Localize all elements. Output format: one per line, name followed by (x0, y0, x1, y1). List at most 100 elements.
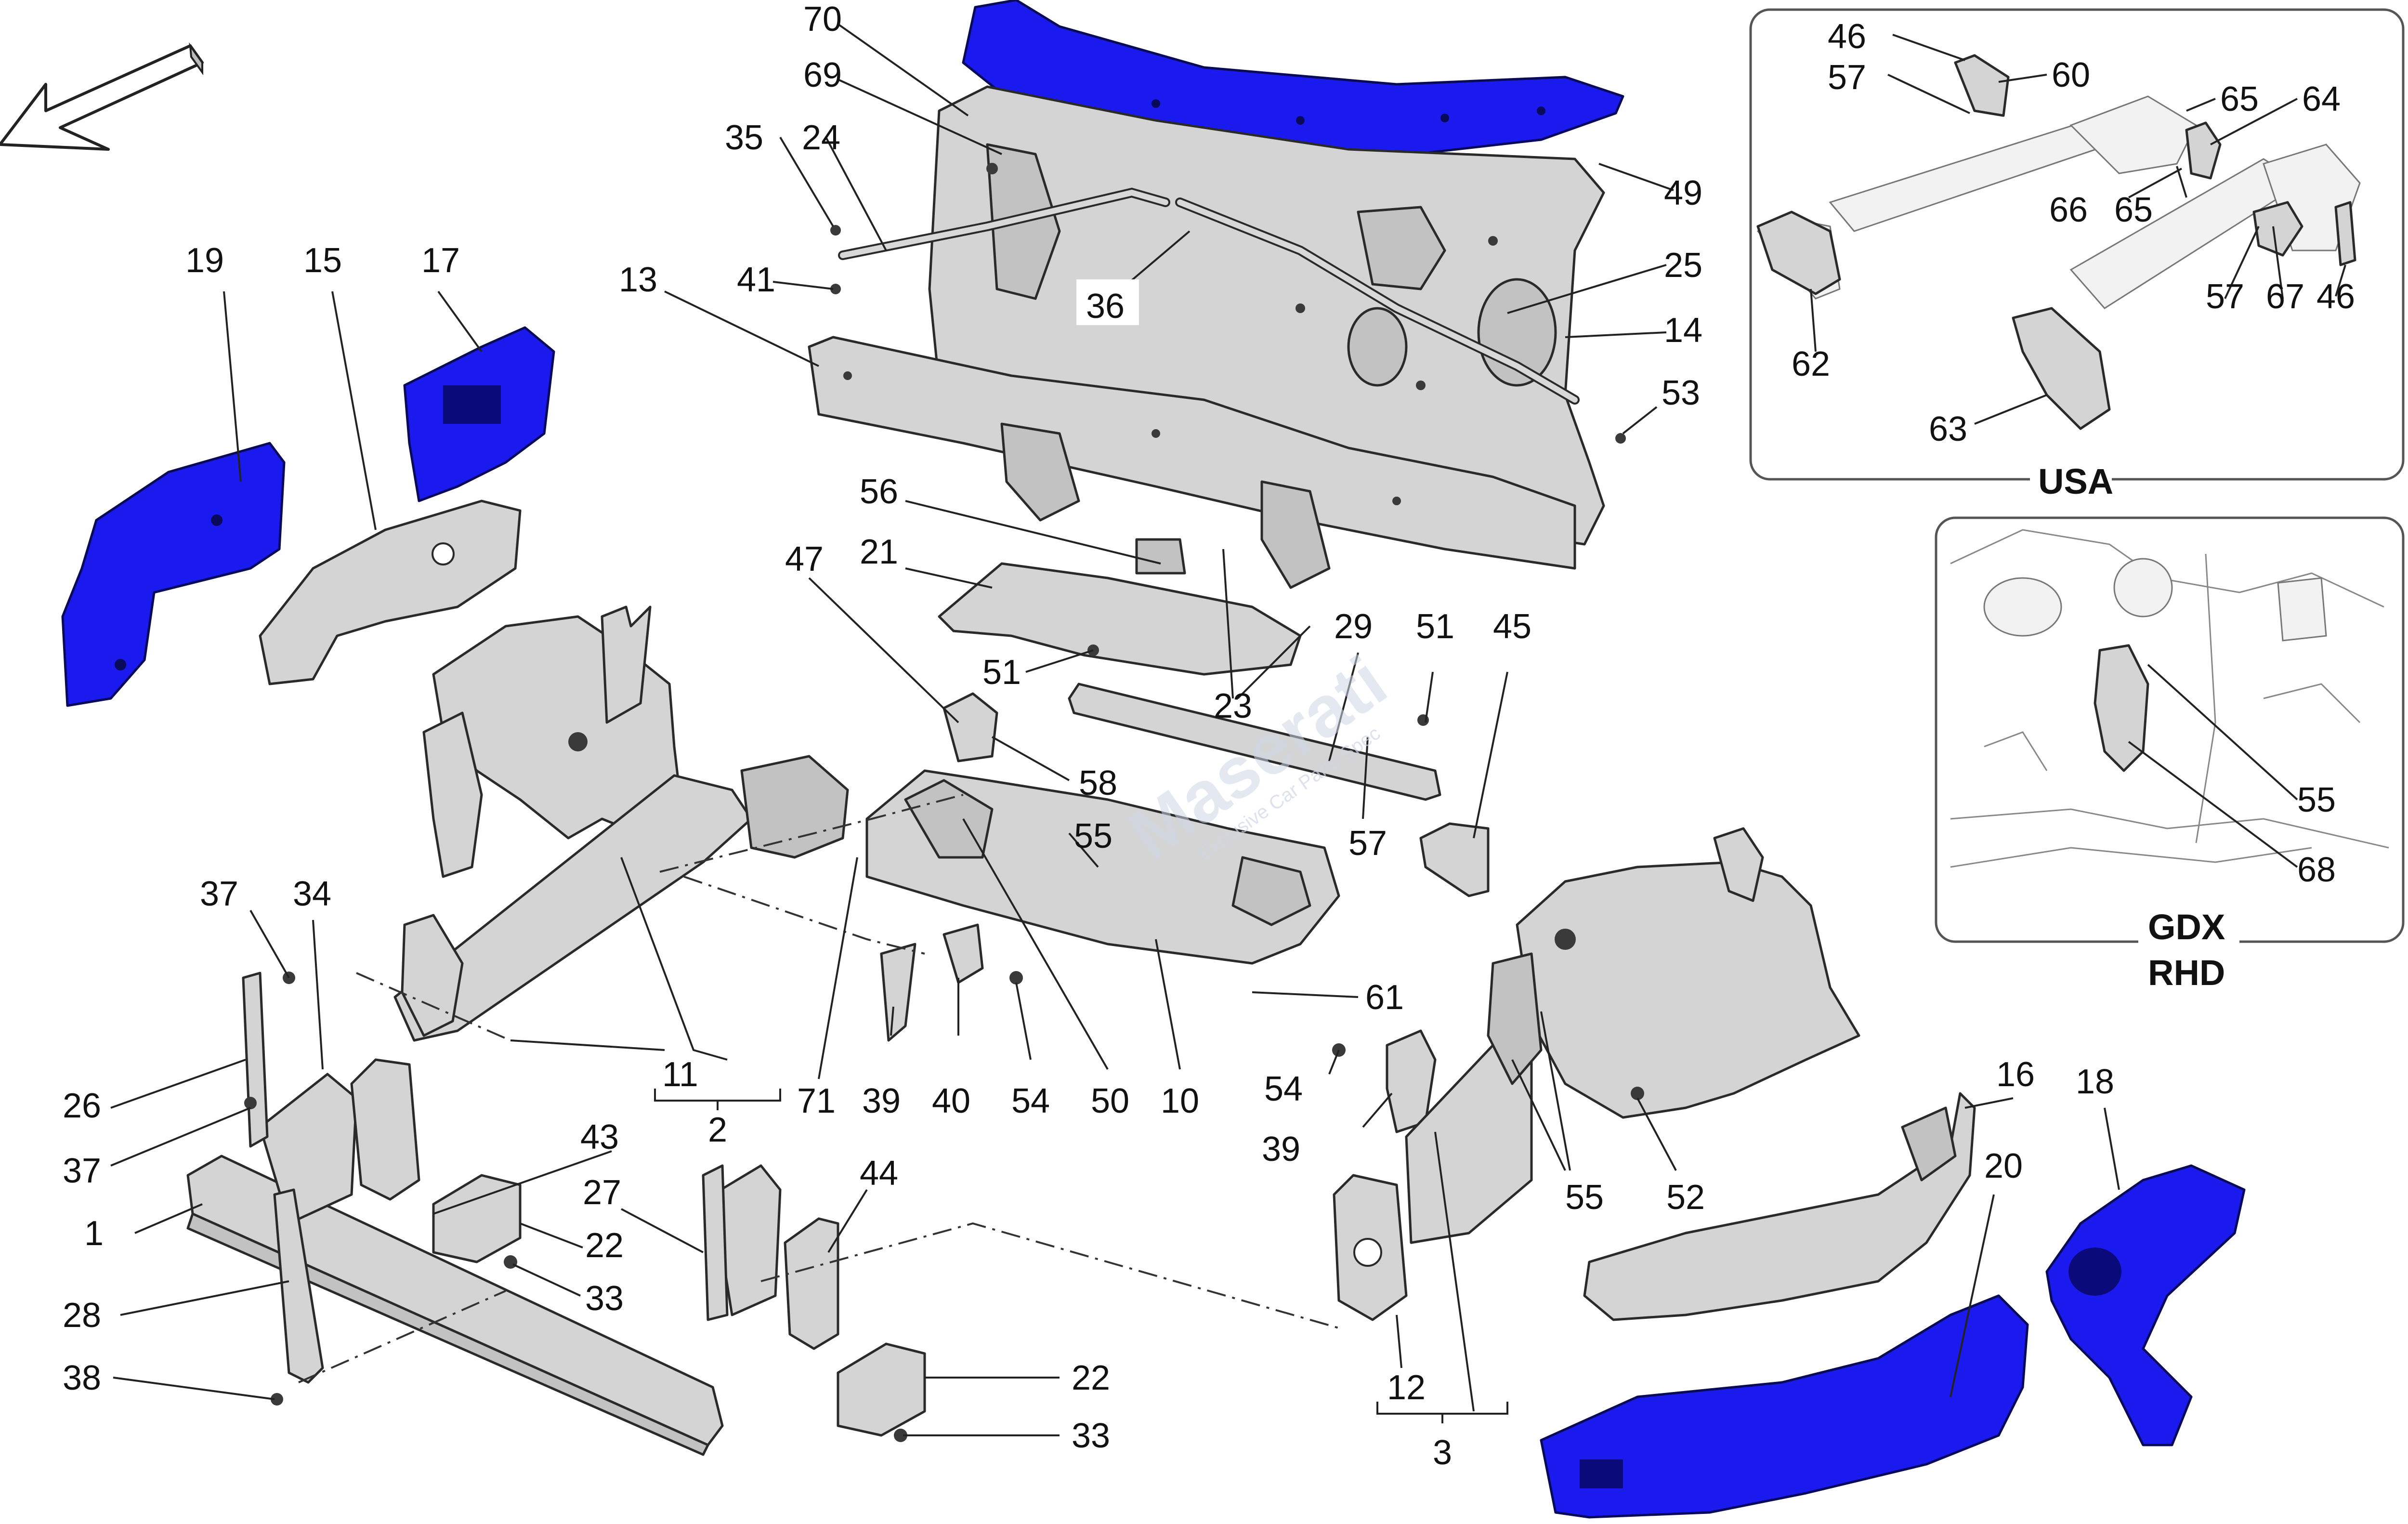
callout-17: 17 (421, 241, 460, 280)
usa-callout-62: 62 (1792, 345, 1830, 383)
part-16-wheel-arch-right (1583, 1092, 1976, 1321)
usa-callout-46b: 46 (2316, 277, 2355, 316)
usa-callout-63: 63 (1929, 410, 1967, 448)
callout-21: 21 (860, 533, 898, 571)
part-19-front-rail-left (61, 442, 286, 707)
usa-callout-60: 60 (2052, 56, 2090, 94)
part-15-wheel-arch-bracket (259, 499, 522, 685)
callout-47: 47 (785, 540, 824, 578)
callout-70: 70 (803, 0, 842, 39)
callout-28: 28 (63, 1296, 101, 1335)
part-3-right-front-structure (1405, 827, 1860, 1244)
usa-callout-46a: 46 (1828, 17, 1866, 56)
part-10-undertray-subframe (865, 692, 1340, 1042)
callout-40: 40 (932, 1082, 970, 1120)
callout-16: 16 (1996, 1055, 2035, 1094)
usa-callout-65b: 65 (2114, 191, 2153, 229)
callout-35: 35 (725, 118, 763, 157)
part-17-bracket-left (403, 326, 555, 502)
callout-22b: 22 (1072, 1359, 1110, 1397)
callout-12: 12 (1387, 1368, 1426, 1407)
callout-27: 27 (583, 1173, 621, 1212)
usa-callout-66: 66 (2049, 191, 2088, 229)
group-2-brace (654, 1089, 781, 1110)
part-1-bumper-beam (186, 1073, 782, 1456)
gdx-rhd-inset: 55 68 GDX GDX RHD (1935, 516, 2405, 995)
usa-callout-57b: 57 (2206, 277, 2244, 316)
part-22-crash-box-right (837, 1342, 926, 1437)
usa-callout-64: 64 (2302, 80, 2341, 118)
callout-34: 34 (293, 875, 331, 913)
part-11-left-front-structure (393, 605, 849, 1042)
callout-45: 45 (1493, 607, 1531, 646)
callout-37b: 37 (63, 1152, 101, 1190)
callout-37a: 37 (200, 875, 238, 913)
gdx-callout-55: 55 (2297, 781, 2336, 819)
part-13-bulkhead-crossmember (808, 336, 1576, 589)
front-direction-arrow-icon (0, 42, 204, 151)
part-44-plate (784, 1217, 839, 1350)
callout-22a: 22 (585, 1226, 624, 1265)
usa-inset: USA 46 60 57 65 64 66 65 62 57 67 46 63 (1749, 8, 2405, 503)
callout-3: 3 (1433, 1433, 1452, 1472)
part-29-crossbar (1068, 683, 1441, 801)
usa-label: USA (2038, 461, 2113, 501)
group-3-brace (1376, 1402, 1508, 1423)
callout-18: 18 (2076, 1063, 2114, 1101)
part-25-brace-rod-fill (1177, 199, 1578, 403)
part-43-plate (350, 1058, 420, 1201)
part-20-front-rail-right (1540, 1294, 2029, 1519)
callout-20: 20 (1984, 1147, 2023, 1185)
alignment-lines (298, 794, 1344, 1383)
callout-14: 14 (1664, 311, 1702, 350)
callout-56: 56 (860, 473, 898, 511)
usa-callout-65a: 65 (2220, 80, 2259, 118)
part-45-bracket (1419, 822, 1490, 897)
callout-39b: 39 (1262, 1130, 1300, 1169)
callout-43: 43 (580, 1118, 619, 1156)
callout-29: 29 (1334, 607, 1373, 646)
leader-lines (110, 23, 2120, 1436)
part-22-crash-box-left (432, 1174, 522, 1263)
part-26-strap (242, 972, 269, 1148)
callout-41: 41 (737, 261, 775, 299)
callout-69: 69 (803, 56, 842, 94)
callout-52: 52 (1666, 1178, 1705, 1217)
rhd-label: RHD (2148, 953, 2225, 993)
callout-38: 38 (63, 1359, 101, 1397)
callout-15: 15 (303, 241, 342, 280)
callout-19: 19 (185, 241, 224, 280)
callout-2: 2 (708, 1111, 727, 1149)
callout-33b: 33 (1072, 1417, 1110, 1455)
callout-61: 61 (1365, 978, 1404, 1017)
callout-54b: 54 (1264, 1070, 1303, 1108)
part-27-strap (702, 1164, 729, 1321)
callout-36-bg (1076, 279, 1139, 325)
callout-57a: 57 (1348, 824, 1387, 863)
part-18-bracket-right (2045, 1164, 2246, 1446)
callout-55a: 55 (1074, 817, 1112, 855)
usa-callout-57a: 57 (1828, 58, 1866, 97)
callout-71: 71 (797, 1082, 836, 1120)
gdx-callout-68: 68 (2297, 851, 2336, 889)
callout-23: 23 (1214, 687, 1252, 725)
callout-36: 36 (1086, 287, 1125, 326)
callout-51a: 51 (982, 653, 1021, 692)
callout-33a: 33 (585, 1279, 624, 1318)
callout-11: 11 (662, 1055, 698, 1094)
usa-callout-67: 67 (2266, 277, 2304, 316)
callout-39a: 39 (862, 1082, 901, 1120)
callout-53: 53 (1662, 374, 1700, 412)
callout-50: 50 (1091, 1082, 1129, 1120)
callout-26: 26 (63, 1087, 101, 1125)
callout-51b: 51 (1416, 607, 1454, 646)
gdx-label: GDX (2148, 907, 2225, 947)
callout-13: 13 (619, 261, 657, 299)
part-24-brace-rod-fill (840, 189, 1168, 258)
callout-49: 49 (1664, 174, 1702, 212)
callout-54a: 54 (1011, 1082, 1050, 1120)
callout-1: 1 (84, 1214, 104, 1253)
callout-10: 10 (1161, 1082, 1199, 1120)
callout-24: 24 (802, 118, 840, 157)
